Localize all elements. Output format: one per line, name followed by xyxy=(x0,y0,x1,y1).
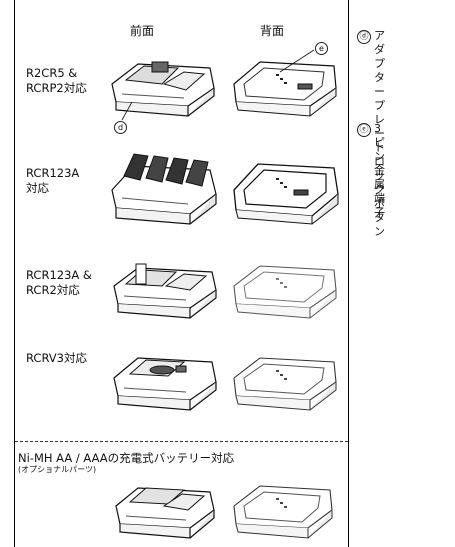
row-label-rcr123a: RCR123A 対応 xyxy=(26,166,80,195)
plate-back-nimh xyxy=(233,485,333,539)
plate-back-rcrv3 xyxy=(233,357,337,411)
pointer-marker-d: d xyxy=(114,121,127,134)
plate-back-rcr123a-rcr2 xyxy=(233,265,337,319)
charger-front-rcr123a xyxy=(111,153,217,225)
row-label-r2cr5: R2CR5 & RCRP2対応 xyxy=(26,66,87,95)
pointer-line-e xyxy=(279,49,315,73)
row-label-rcrv3: RCRV3対応 xyxy=(26,351,87,365)
pointer-marker-e: e xyxy=(315,42,328,55)
optional-parts-title: Ni-MH AA / AAAの充電式バッテリー対応 xyxy=(18,451,235,465)
charger-front-nimh xyxy=(115,487,215,539)
charger-front-rcr123a-rcr2 xyxy=(113,263,217,319)
diagram-frame xyxy=(14,0,349,547)
pointer-line-d xyxy=(121,101,133,121)
front-column-heading: 前面 xyxy=(130,24,155,38)
back-column-heading: 背面 xyxy=(260,24,285,38)
callout-e-marker: ⓔ xyxy=(357,123,371,137)
row-label-rcr123a-rcr2: RCR123A & RCR2対応 xyxy=(26,268,92,297)
plate-back-r2cr5 xyxy=(233,61,337,117)
callout-e-text: 3ピン 金属端子 xyxy=(374,122,385,219)
plate-back-rcr123a xyxy=(233,163,339,225)
section-divider xyxy=(15,441,348,442)
charger-front-r2cr5 xyxy=(111,61,215,117)
optional-parts-subtitle: (オプショナルパーツ) xyxy=(18,465,97,474)
callout-d-marker: ⓓ xyxy=(357,30,371,44)
callout-d-text: アダプター プレートロッ クボタン xyxy=(374,29,385,238)
charger-front-rcrv3 xyxy=(113,357,217,411)
